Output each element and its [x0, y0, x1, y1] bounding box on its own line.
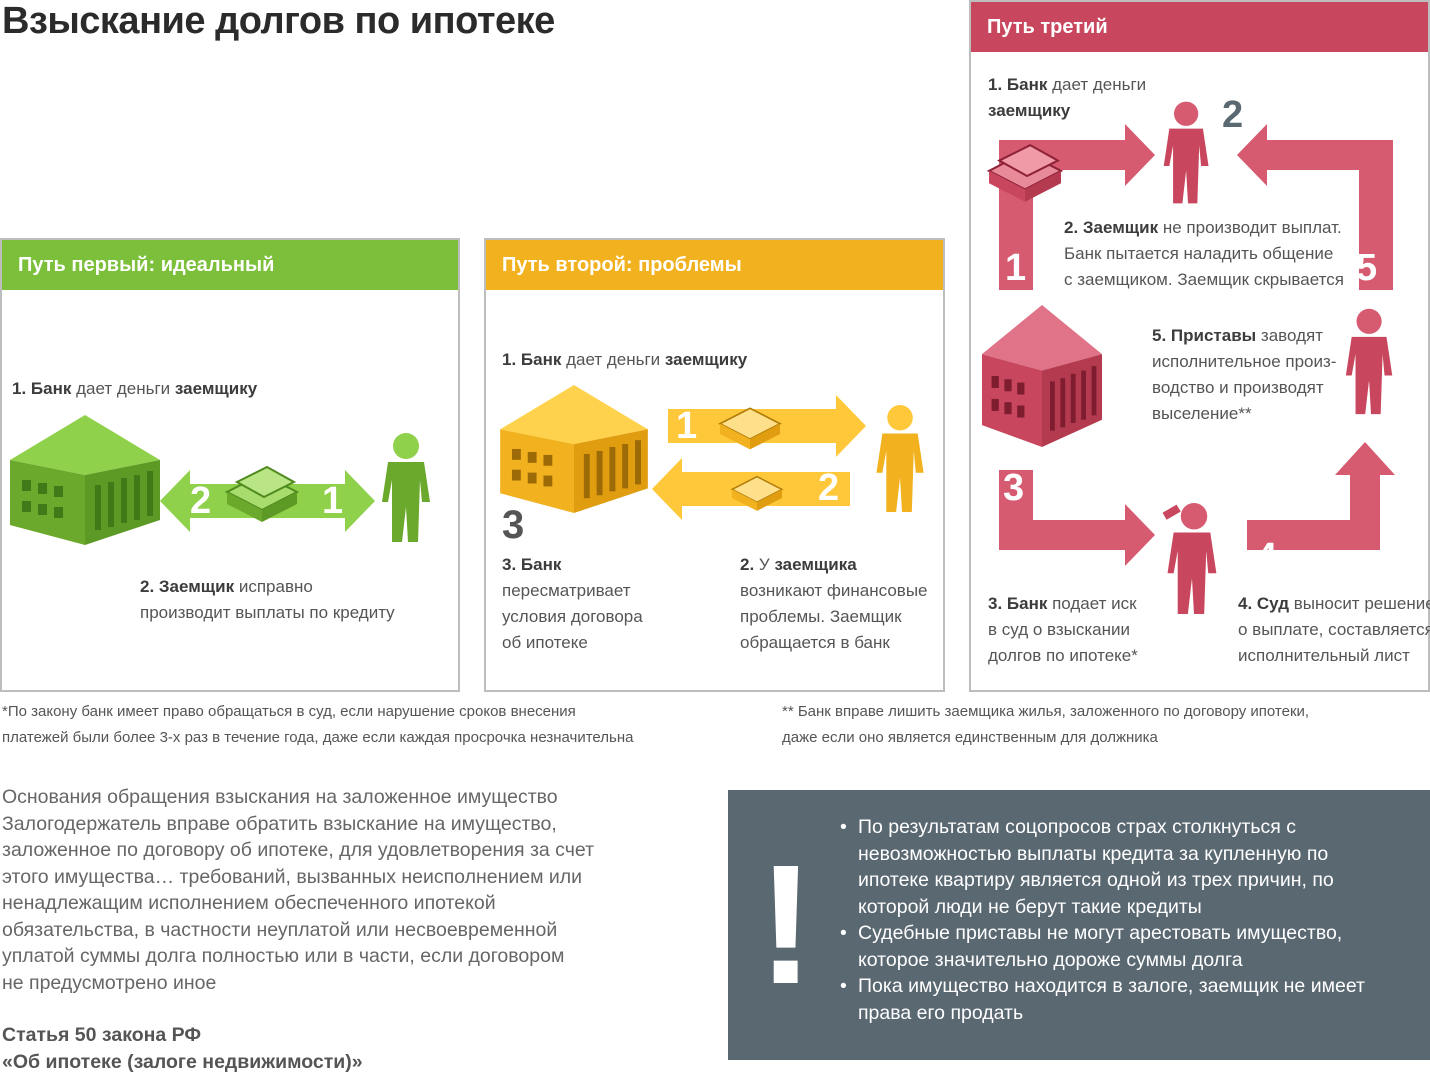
info-box: По результатам соцопросов страх столкнут…: [728, 790, 1430, 1060]
path2-step2-line: обращается в банк: [740, 633, 890, 652]
path2-arrow-num-top: 1: [676, 405, 698, 447]
path3-step2-text: не производит выплат.: [1158, 218, 1342, 237]
legal-text-line: Основания обращения взыскания на заложен…: [2, 786, 558, 808]
bank-icon-green: [10, 415, 160, 545]
path3-step3-line: долгов по ипотеке*: [988, 646, 1138, 665]
path1-step1-bold2: заемщику: [174, 379, 258, 398]
law-reference: Статья 50 закона РФ «Об ипотеке (залоге …: [2, 1022, 363, 1076]
path3-step4-line: о выплате, составляется: [1238, 620, 1430, 639]
path3-step5-line: выселение**: [1152, 404, 1252, 423]
legal-text-line: заложенное по договору об ипотеке, для у…: [2, 839, 594, 861]
law-reference-line: «Об ипотеке (залоге недвижимости)»: [2, 1051, 363, 1073]
info-list: По результатам соцопросов страх столкнут…: [840, 814, 1418, 1026]
path3-step1-text: дает деньги: [1047, 75, 1147, 94]
path3-step5-bold: 5. Приставы: [1152, 326, 1257, 345]
footnote-1-line: *По закону банк имеет право обращаться в…: [2, 703, 576, 720]
legal-text-line: Залогодержатель вправе обратить взыскани…: [2, 812, 557, 835]
path2-step3-line: пересматривает: [502, 581, 631, 600]
path2-step3-bold: 3. Банк: [502, 555, 562, 574]
legal-text: Основания обращения взыскания на заложен…: [2, 784, 702, 996]
law-reference-line: Статья 50 закона РФ: [2, 1024, 202, 1046]
bailiff-icon: [1345, 308, 1393, 415]
path2-step2-text: У: [754, 555, 775, 574]
path2-step1: 1. Банк дает деньги заемщику: [502, 347, 747, 373]
path1-step2-text2: производит выплаты по кредиту: [140, 603, 395, 622]
path3-step4: 4. Суд выносит решение о выплате, состав…: [1238, 591, 1430, 669]
path2-step3-line: условия договора: [502, 607, 643, 626]
path3-num-5: 5: [1356, 247, 1378, 289]
person-icon-red-borrower: [1163, 101, 1209, 204]
footnote-1: *По закону банк имеет право обращаться в…: [2, 699, 633, 751]
path3-step4-text: выносит решение: [1289, 594, 1430, 613]
page-title: Взыскание долгов по ипотеке: [2, 0, 555, 42]
path2-step1-bold2: заемщику: [664, 350, 748, 369]
path3-step1-bold2: заемщику: [988, 101, 1071, 120]
legal-text-line: не предусмотрено иное: [2, 971, 217, 994]
path1-arrow-num-right: 1: [322, 480, 344, 522]
judge-icon: [1162, 503, 1217, 614]
path2-step3-num: 3: [502, 503, 525, 547]
path3-step2: 2. Заемщик не производит выплат. Банк пы…: [1064, 215, 1344, 293]
info-item: Пока имущество находится в залоге, заемщ…: [840, 973, 1398, 1026]
path3-num-4: 4: [1256, 536, 1278, 578]
path2-step2-bold: 2.: [740, 555, 755, 574]
money-icon-red: [986, 143, 1064, 202]
path3-num-1: 1: [1005, 247, 1027, 289]
bank-icon-red: [982, 305, 1102, 447]
path3-step5-text: заводят: [1256, 326, 1323, 345]
path3-step4-bold: 4. Суд: [1238, 594, 1289, 613]
path2-step2-line: возникают финансовые: [740, 581, 928, 600]
legal-text-line: уплатой суммы долга полностью или в част…: [2, 945, 565, 967]
path2-step3-line: об ипотеке: [502, 633, 588, 652]
path1-arrow-num-left: 2: [190, 480, 212, 522]
footnote-2-line: даже если оно является единственным для …: [782, 729, 1158, 746]
money-icon-top: [718, 407, 782, 450]
money-icon: [224, 465, 300, 522]
path2-step3: 3. Банк пересматривает условия договора …: [502, 552, 643, 656]
path3-step2-line: Банк пытается наладить общение: [1064, 244, 1334, 263]
footnote-2: ** Банк вправе лишить заемщика жилья, за…: [782, 699, 1309, 751]
footnote-2-line: ** Банк вправе лишить заемщика жилья, за…: [782, 703, 1310, 720]
path3-step5-line: исполнительное произ-: [1152, 352, 1337, 371]
path3-step1: 1. Банк дает деньги заемщику: [988, 72, 1146, 124]
path3-step3-bold: 3. Банк: [988, 594, 1048, 613]
footnote-1-line: платежей были более 3-х раз в течение го…: [2, 729, 634, 746]
path1-step1: 1. Банк дает деньги заемщику: [12, 376, 257, 402]
path1-step2-text: исправно: [234, 577, 313, 596]
path3-step3-line: в суд о взыскании: [988, 620, 1131, 639]
path1-step2: 2. Заемщик исправно производит выплаты п…: [140, 574, 395, 626]
path2-header: Путь второй: проблемы: [486, 240, 943, 290]
path3-num-3: 3: [1003, 467, 1025, 509]
path3-step2-bold: 2. Заемщик: [1064, 218, 1159, 237]
path2-step1-bold: 1. Банк: [502, 350, 562, 369]
path3-num-2: 2: [1222, 94, 1244, 136]
info-item: Судебные приставы не могут арестовать им…: [840, 920, 1398, 973]
path2-step2-line: проблемы. Заемщик: [740, 607, 902, 626]
path3-step5-line: водство и производят: [1152, 378, 1324, 397]
path3-step2-line: с заемщиком. Заемщик скрывается: [1064, 270, 1344, 289]
path3-step5: 5. Приставы заводят исполнительное произ…: [1152, 323, 1336, 427]
money-icon-bottom: [730, 475, 784, 511]
path3-step3: 3. Банк подает иск в суд о взыскании дол…: [988, 591, 1138, 669]
info-item: По результатам соцопросов страх столкнут…: [840, 814, 1398, 920]
bank-icon-yellow: [500, 385, 648, 513]
person-icon-green: [382, 433, 430, 542]
path1-step1-bold: 1. Банк: [12, 379, 72, 398]
legal-text-line: этого имущества… требований, вызванных н…: [2, 865, 583, 888]
path1-step2-bold: 2. Заемщик: [140, 577, 235, 596]
legal-text-line: ненадлежащим исполнением обеспеченного и…: [2, 892, 496, 914]
path3-step1-bold: 1. Банк: [988, 75, 1048, 94]
exclamation-icon: !: [757, 830, 815, 1020]
person-icon-yellow: [876, 404, 924, 512]
path2-arrow-num-bottom: 2: [818, 467, 840, 509]
path3-step4-line: исполнительный лист: [1238, 646, 1410, 665]
path2-step1-text: дает деньги: [561, 350, 665, 369]
path3-step3-text: подает иск: [1047, 594, 1137, 613]
path1-step1-text: дает деньги: [71, 379, 175, 398]
path2-step2: 2. У заемщика возникают финансовые пробл…: [740, 552, 928, 656]
path1-header: Путь первый: идеальный: [2, 240, 458, 290]
path3-header: Путь третий: [971, 2, 1428, 52]
legal-text-line: обязательства, в частности неуплатой или…: [2, 918, 558, 941]
path2-step2-bold2: заемщика: [774, 555, 857, 574]
